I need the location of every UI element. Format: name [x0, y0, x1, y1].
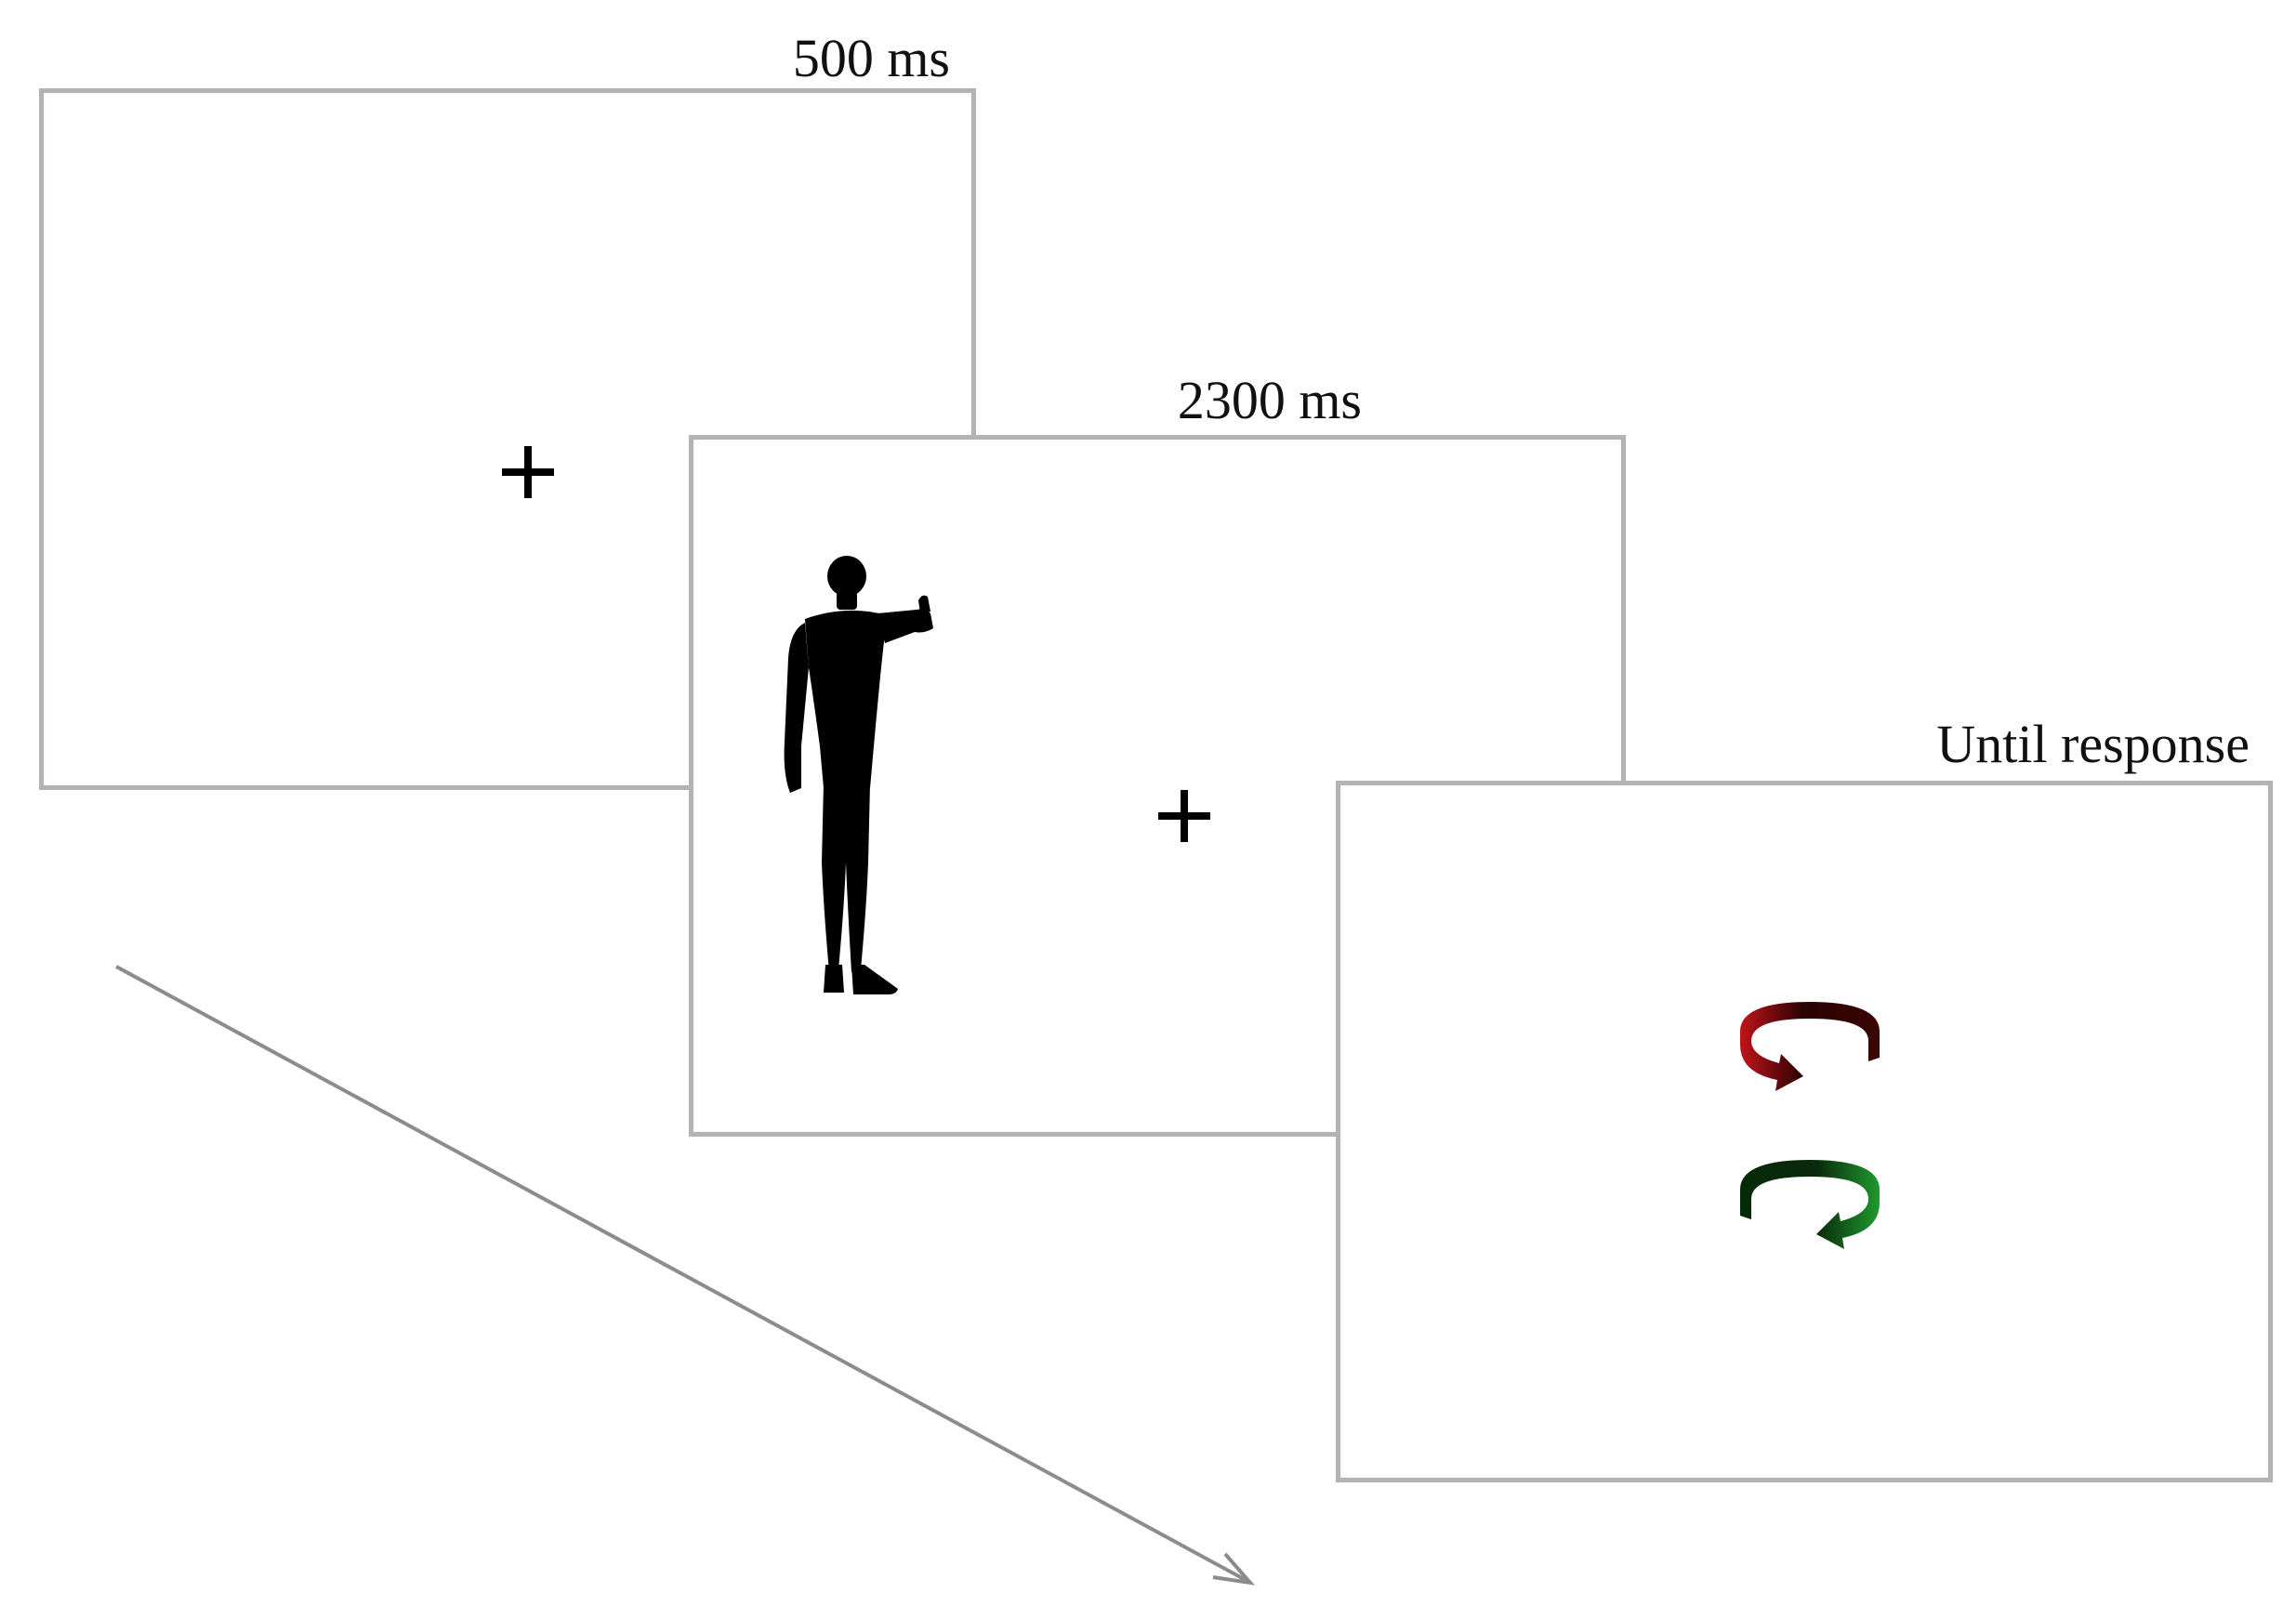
human-silhouette-icon — [784, 556, 933, 994]
response-screen — [1336, 781, 2273, 1482]
timing-label-fixation: 500 ms — [792, 28, 950, 88]
plus-icon — [502, 446, 554, 498]
clockwise-arrow-icon — [1740, 1002, 1880, 1091]
plus-icon — [1158, 790, 1210, 842]
counterclockwise-arrow-icon — [1740, 1160, 1880, 1249]
timing-label-cue: 2300 ms — [1177, 370, 1362, 430]
timing-label-response: Until response — [1936, 714, 2250, 774]
